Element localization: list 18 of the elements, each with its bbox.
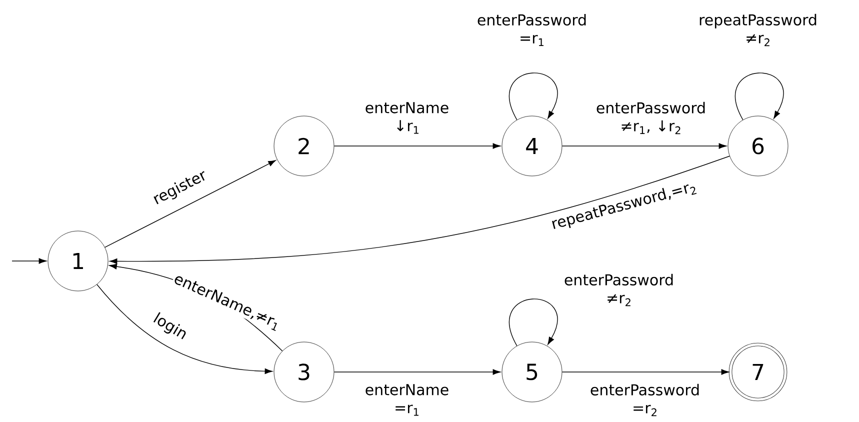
edge-label: enterName =r$_{1}$	[356, 383, 458, 417]
arrow	[562, 369, 730, 375]
arrow	[509, 72, 558, 120]
edge-label: enterName ↓r$_{1}$	[356, 101, 458, 135]
arrow	[12, 258, 47, 264]
arrow	[104, 160, 276, 248]
edge-label: enterPassword ≠r$_{2}$	[556, 272, 682, 308]
arrow	[109, 156, 730, 264]
arrow	[334, 143, 501, 149]
arrow	[509, 298, 558, 346]
edge-label: repeatPassword ≠r$_{2}$	[694, 12, 822, 48]
edge-label: enterPassword =r$_{2}$	[582, 382, 708, 418]
arrow	[735, 72, 784, 120]
arrow	[96, 284, 273, 374]
edge-label: enterPassword ≠r$_{1}$, ↓r$_{2}$	[588, 100, 714, 136]
edge-label: enterPassword =r$_{1}$	[468, 12, 596, 48]
arrow	[334, 369, 501, 375]
arrow	[562, 143, 727, 149]
